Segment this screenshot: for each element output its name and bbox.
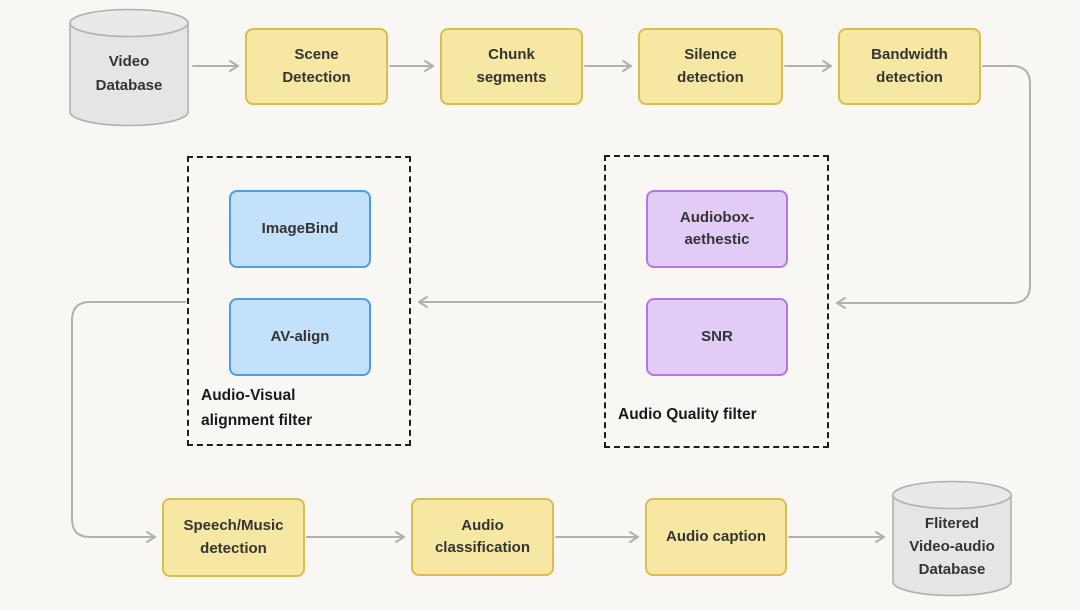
node-filtered-database-label: Flitered Video-audio Database — [909, 514, 995, 579]
node-audio-caption[interactable]: Audio caption — [645, 498, 787, 576]
database-cylinder-icon — [892, 480, 1012, 597]
node-audiobox-aethestic-label: Audiobox-aethestic — [679, 208, 755, 249]
node-imagebind[interactable]: ImageBind — [229, 190, 371, 268]
node-chunk-segments[interactable]: Chunk segments — [440, 28, 583, 105]
group-audio-visual-title: Audio-Visual alignment filter — [201, 387, 313, 430]
node-speech-music-detection[interactable]: Speech/Music detection — [162, 498, 305, 577]
node-audio-classification[interactable]: Audio classification — [411, 498, 554, 576]
node-audio-caption-label: Audio caption — [666, 527, 766, 545]
node-audio-classification-label: Audio classification — [434, 516, 531, 557]
database-cylinder-icon — [69, 8, 189, 127]
group-audio-visual-alignment-filter[interactable]: ImageBind AV-align Audio-Visual alignmen… — [187, 156, 411, 446]
group-audio-quality-filter[interactable]: Audiobox-aethestic SNR Audio Quality fil… — [604, 155, 829, 448]
node-snr-label: SNR — [701, 327, 733, 345]
node-filtered-database[interactable]: Flitered Video-audio Database — [891, 479, 1013, 598]
node-silence-detection-label: Silence detection — [677, 46, 744, 86]
node-scene-detection[interactable]: Scene Detection — [245, 28, 388, 105]
node-silence-detection[interactable]: Silence detection — [638, 28, 783, 105]
node-audiobox-aethestic[interactable]: Audiobox-aethestic — [646, 190, 788, 268]
node-video-database-label: Video Database — [95, 53, 163, 94]
node-speech-music-detection-label: Speech/Music detection — [183, 517, 284, 557]
node-av-align[interactable]: AV-align — [229, 298, 371, 376]
node-bandwidth-detection-label: Bandwidth detection — [871, 46, 948, 86]
node-video-database[interactable]: Video Database — [68, 7, 190, 128]
node-scene-detection-label: Scene Detection — [282, 46, 351, 86]
node-snr[interactable]: SNR — [646, 298, 788, 376]
node-bandwidth-detection[interactable]: Bandwidth detection — [838, 28, 981, 105]
node-imagebind-label: ImageBind — [261, 219, 339, 237]
group-audio-quality-title: Audio Quality filter — [618, 406, 757, 424]
node-av-align-label: AV-align — [270, 327, 330, 345]
node-chunk-segments-label: Chunk segments — [476, 46, 547, 86]
